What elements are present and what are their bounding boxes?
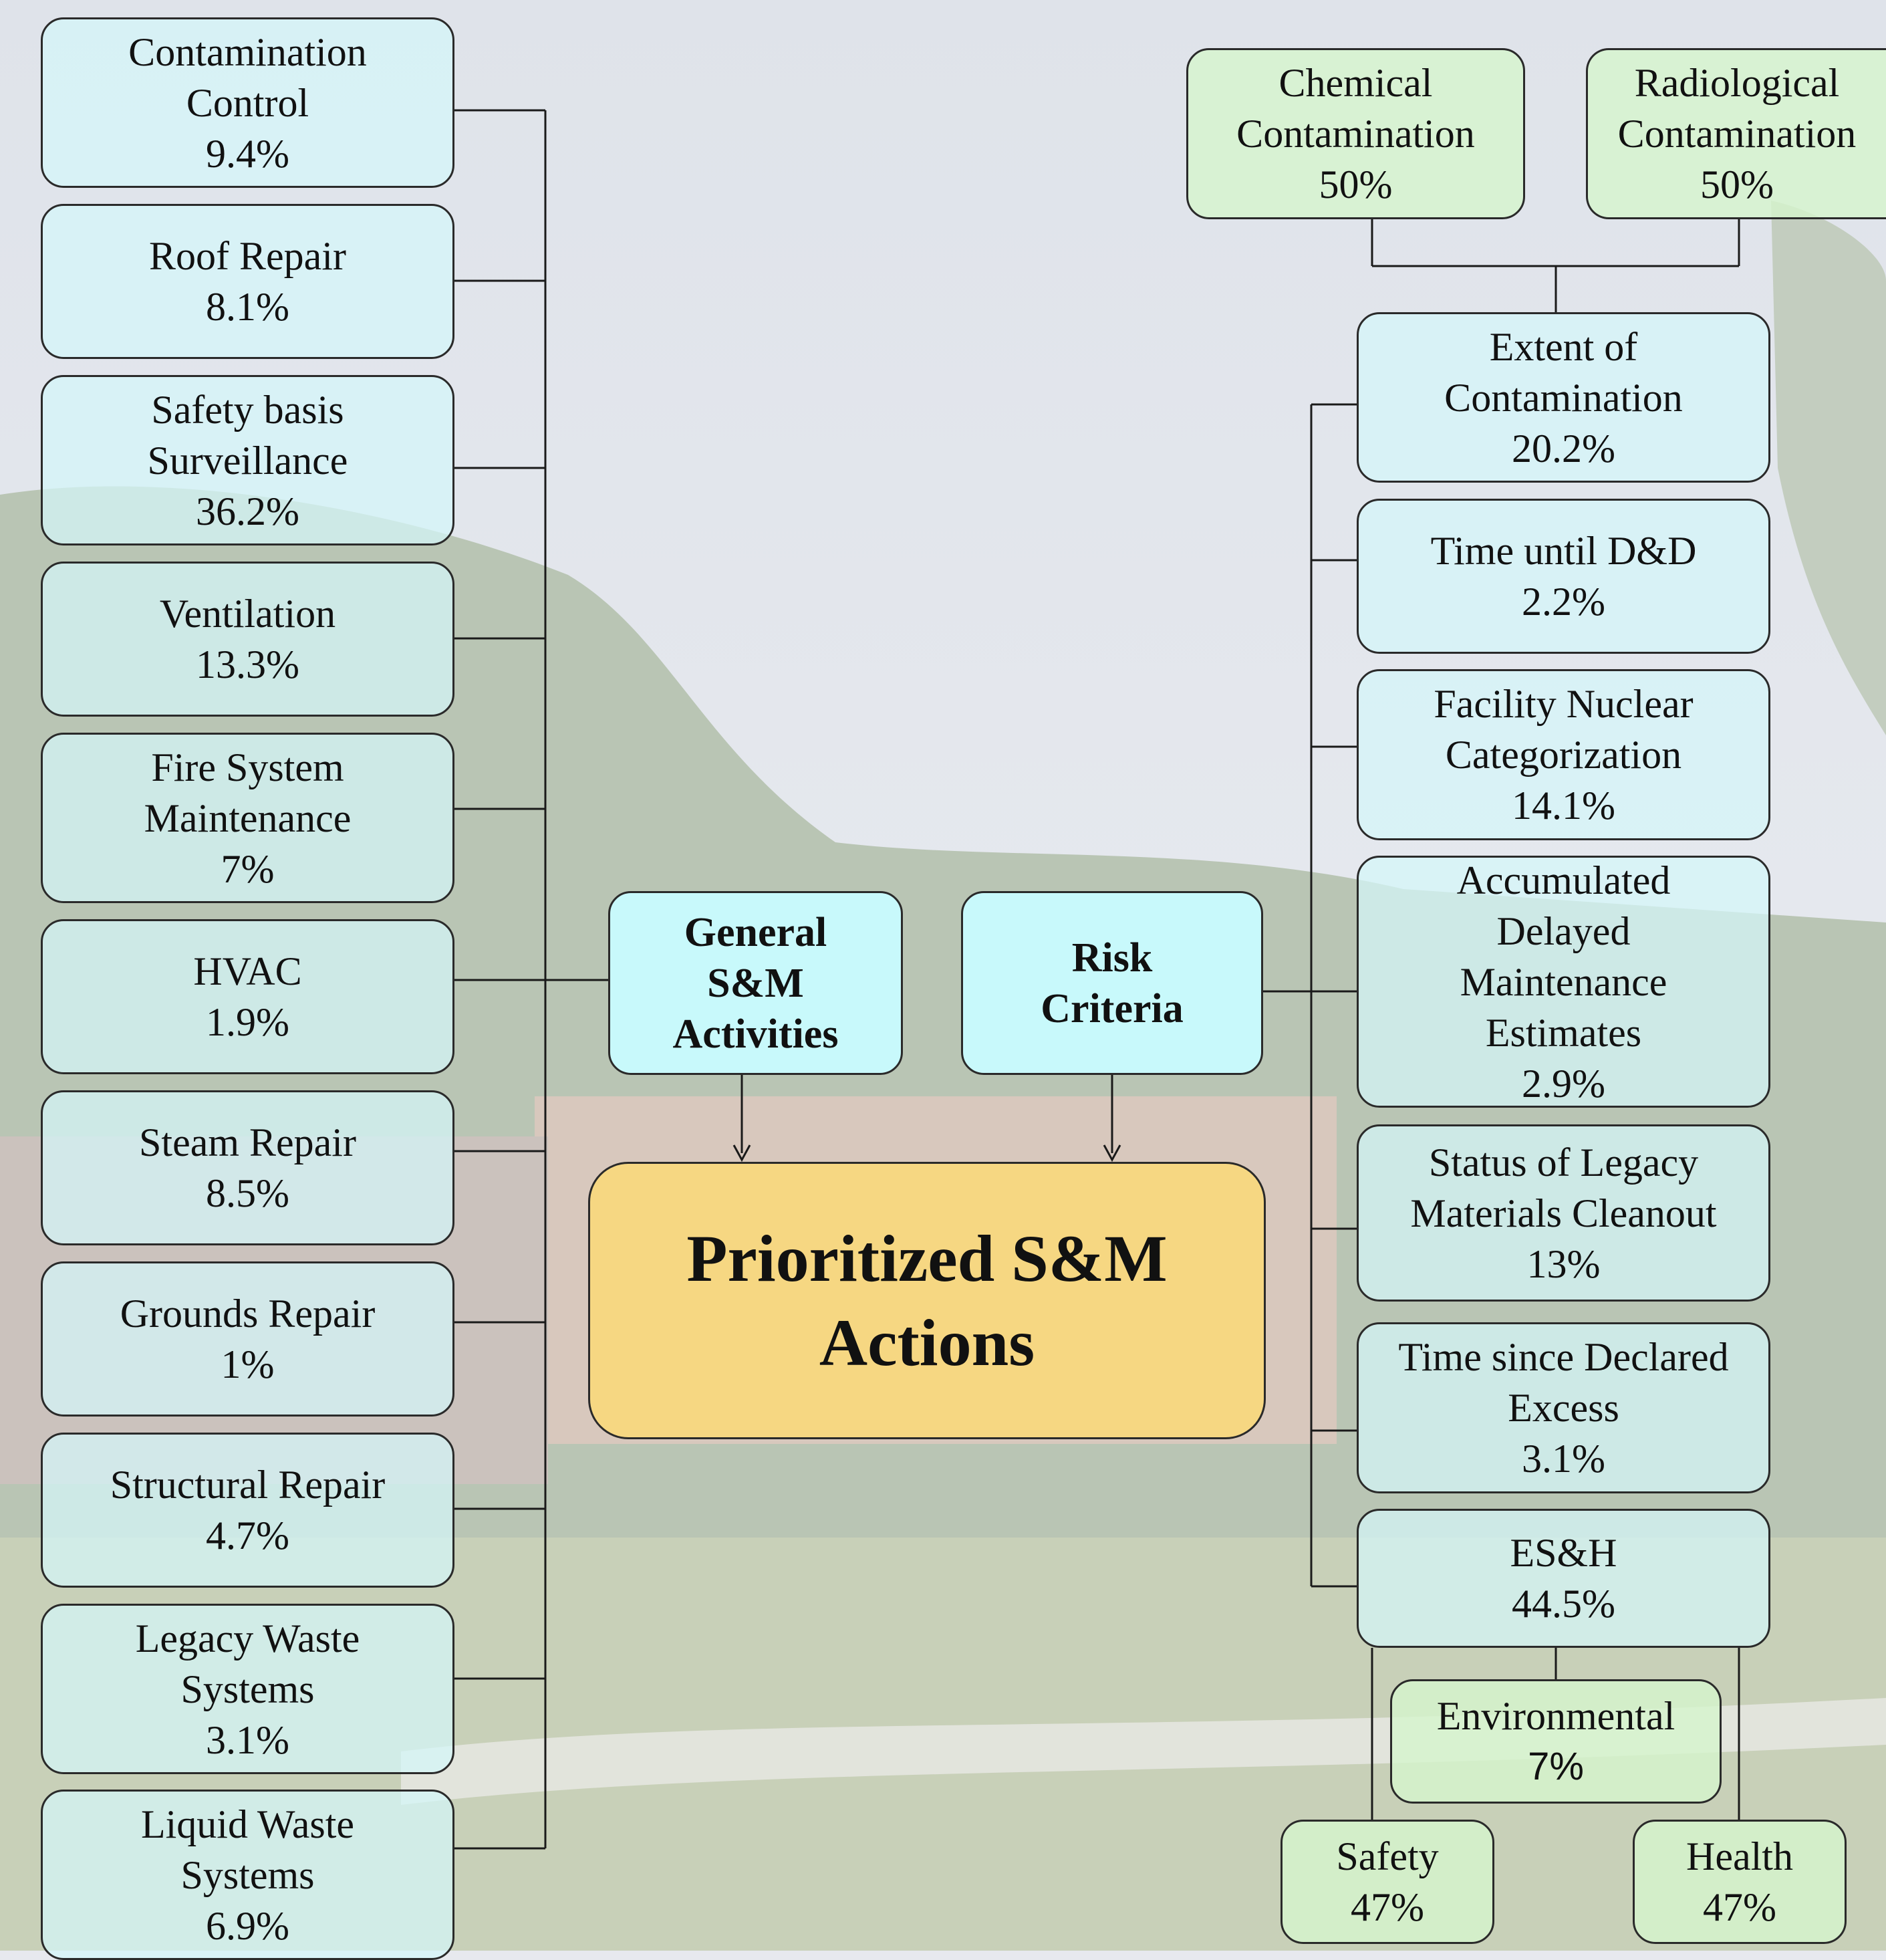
activity-label: Legacy Waste [135,1616,360,1661]
criterion-time-since-declared-excess: Time since Declared Excess 3.1% [1357,1322,1770,1493]
activity-label: Contamination [128,29,367,74]
activity-contamination-control: Contamination Control 9.4% [41,17,454,188]
criterion-radiological-contamination: Radiological Contamination 50% [1586,48,1886,219]
criterion-health: Health 47% [1633,1820,1847,1944]
criterion-percent: 20.2% [1512,426,1615,471]
hub-label: S&M [707,960,804,1006]
criterion-percent: 50% [1319,162,1393,207]
criterion-label: Delayed [1496,908,1631,953]
activity-label: Systems [180,1667,315,1711]
activity-percent: 3.1% [206,1717,289,1762]
criterion-esh: ES&H 44.5% [1357,1509,1770,1648]
activity-label: Grounds Repair [120,1292,376,1336]
hub-label: Activities [672,1011,839,1057]
criterion-chemical-contamination: Chemical Contamination 50% [1186,48,1525,219]
criterion-label: Extent of [1489,324,1638,369]
criterion-label: Time since Declared [1398,1335,1729,1379]
activity-fire-system-maintenance: Fire System Maintenance 7% [41,733,454,903]
criterion-percent: 47% [1351,1885,1424,1929]
criterion-status-of-legacy-materials-cleanout: Status of Legacy Materials Cleanout 13% [1357,1124,1770,1302]
hub-general-sm-activities: General S&M Activities [608,891,903,1075]
criterion-label: Materials Cleanout [1410,1191,1717,1235]
criterion-percent: 2.9% [1522,1061,1605,1106]
criterion-percent: 14.1% [1512,783,1615,828]
criterion-label: Contamination [1617,112,1857,156]
activity-percent: 1.9% [206,1000,289,1044]
criterion-percent: 44.5% [1512,1582,1615,1626]
criterion-label: Safety [1336,1834,1439,1878]
criterion-percent: 47% [1703,1885,1776,1929]
criterion-label: Estimates [1485,1010,1642,1055]
criterion-label: Time until D&D [1430,529,1697,573]
activity-percent: 8.1% [206,285,289,329]
activity-label: Control [186,80,309,125]
activity-percent: 36.2% [196,489,299,533]
center-title-line: Actions [819,1305,1035,1380]
criterion-label: Categorization [1445,733,1682,777]
criterion-percent: 13% [1526,1241,1601,1286]
activity-safety-basis-surveillance: Safety basis Surveillance 36.2% [41,375,454,545]
activity-liquid-waste-systems: Liquid Waste Systems 6.9% [41,1790,454,1960]
activity-label: Ventilation [159,592,336,636]
activity-label: Structural Repair [110,1463,386,1507]
activity-percent: 6.9% [206,1903,289,1948]
criterion-label: Contamination [1236,112,1475,156]
activity-label: Liquid Waste [140,1802,354,1846]
criterion-label: Facility Nuclear [1434,682,1694,726]
hub-risk-criteria: Risk Criteria [961,891,1263,1075]
center-title-line: Prioritized S&M [686,1221,1168,1296]
activity-label: Maintenance [144,795,352,840]
activity-percent: 9.4% [206,131,289,176]
criterion-accumulated-delayed-maintenance: Accumulated Delayed Maintenance Estimate… [1357,856,1770,1108]
activity-percent: 13.3% [196,642,299,687]
activity-label: Steam Repair [139,1120,356,1165]
criterion-label: Environmental [1436,1694,1675,1738]
activity-structural-repair: Structural Repair 4.7% [41,1433,454,1588]
criterion-label: Excess [1508,1386,1619,1430]
prioritized-sm-actions: Prioritized S&M Actions [588,1162,1266,1439]
activity-percent: 1% [221,1342,275,1386]
criterion-extent-of-contamination: Extent of Contamination 20.2% [1357,312,1770,483]
criterion-time-until-dd: Time until D&D 2.2% [1357,499,1770,654]
criterion-percent: 2.2% [1522,580,1605,624]
activity-label: Fire System [151,745,344,789]
criterion-percent: 50% [1700,162,1774,207]
criterion-label: Accumulated [1456,858,1671,902]
activity-percent: 7% [221,846,275,891]
criterion-facility-nuclear-categorization: Facility Nuclear Categorization 14.1% [1357,669,1770,840]
activity-legacy-waste-systems: Legacy Waste Systems 3.1% [41,1604,454,1774]
criterion-label: Status of Legacy [1428,1140,1699,1185]
criterion-safety: Safety 47% [1281,1820,1494,1944]
activity-roof-repair: Roof Repair 8.1% [41,204,454,359]
criterion-environmental: Environmental 7% [1390,1679,1722,1804]
activity-label: HVAC [193,949,302,993]
activity-label: Systems [180,1852,315,1897]
criterion-label: Radiological [1634,61,1840,105]
criterion-label: Health [1686,1834,1793,1878]
activity-label: Roof Repair [149,234,346,278]
criterion-label: Maintenance [1460,959,1667,1004]
activity-percent: 8.5% [206,1171,289,1215]
activity-grounds-repair: Grounds Repair 1% [41,1261,454,1417]
activity-steam-repair: Steam Repair 8.5% [41,1090,454,1245]
hub-label: Risk [1071,935,1153,981]
hub-label: General [684,909,827,955]
activity-percent: 4.7% [206,1513,289,1558]
activity-label: Surveillance [147,438,348,483]
criterion-label: Contamination [1444,375,1683,420]
criterion-label: ES&H [1510,1531,1617,1575]
activity-label: Safety basis [151,387,344,432]
criterion-label: Chemical [1278,61,1433,105]
activity-ventilation: Ventilation 13.3% [41,562,454,717]
criterion-percent: 7% [1528,1745,1584,1788]
criterion-percent: 3.1% [1522,1437,1605,1481]
hub-label: Criteria [1041,985,1184,1031]
activity-hvac: HVAC 1.9% [41,919,454,1074]
